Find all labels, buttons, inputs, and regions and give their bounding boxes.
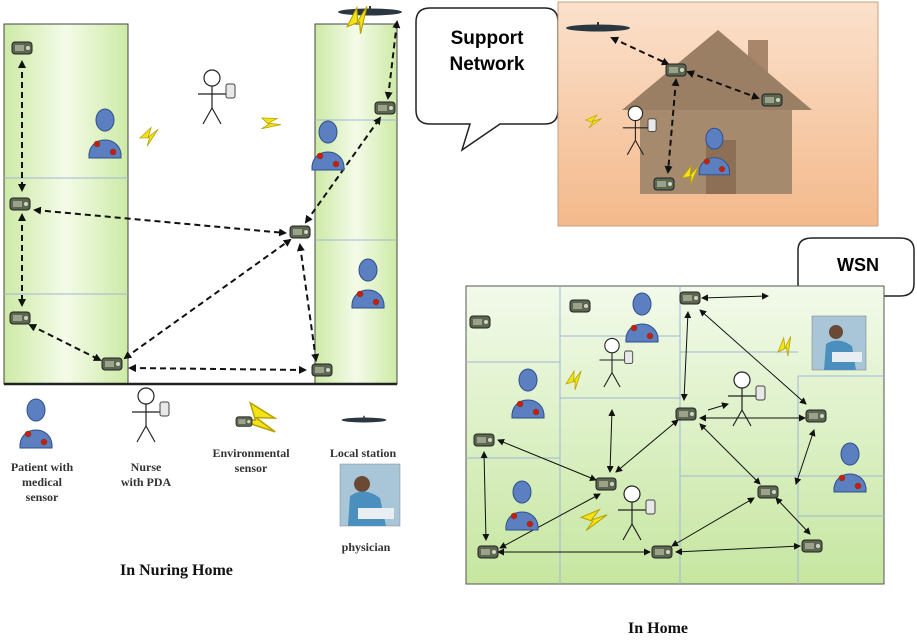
wsn-label: WSN xyxy=(837,255,879,275)
env-sensor-icon xyxy=(311,363,333,377)
env-sensor-icon xyxy=(679,291,701,305)
legend-patient-label: Patient with medical sensor xyxy=(10,460,74,504)
env-sensor-icon xyxy=(101,357,123,371)
env-sensor-icon xyxy=(801,539,823,553)
env-sensor-icon xyxy=(374,101,396,115)
legend-local-station-label: Local station xyxy=(329,446,397,460)
env-sensor-icon xyxy=(289,225,311,239)
env-sensor-icon xyxy=(757,485,779,499)
env-sensor-icon xyxy=(473,433,495,447)
env-sensor-icon xyxy=(761,93,783,107)
legend-icons xyxy=(19,387,401,527)
legend-nurse-label: Nurse with PDA xyxy=(120,460,172,489)
legend-env-sensor-label: Environmental sensor xyxy=(212,446,290,475)
local-station-legend-icon xyxy=(340,415,388,424)
env-sensor-icon xyxy=(653,177,675,191)
in-home-area xyxy=(465,285,885,585)
env-sensor-icon xyxy=(595,477,617,491)
env-sensor-icon xyxy=(805,409,827,423)
env-sensor-icon xyxy=(569,299,591,313)
physician-photo xyxy=(811,315,867,371)
env-sensor-icon xyxy=(651,545,673,559)
support-network-label: Support Network xyxy=(449,28,525,75)
local-station-icon xyxy=(337,5,403,17)
env-sensor-icon xyxy=(9,311,31,325)
env-sensor-icon xyxy=(665,63,687,77)
env-sensor-icon xyxy=(11,41,33,55)
legend-physician-label: physician xyxy=(341,540,391,554)
nursing-home-caption: In Nuring Home xyxy=(120,562,233,579)
support-network-bubble xyxy=(415,7,559,152)
nurse-legend-icon xyxy=(131,387,170,443)
patient-legend-icon xyxy=(19,398,53,449)
env-sensor-icon xyxy=(469,315,491,329)
nursing-home-area xyxy=(3,23,398,386)
env-sensor-icon xyxy=(675,407,697,421)
home-caption: In Home xyxy=(628,620,688,637)
env-sensor-legend-icon xyxy=(235,416,253,427)
nurse-icon xyxy=(197,69,236,125)
env-sensor-icon xyxy=(9,197,31,211)
env-sensor-icon xyxy=(477,545,499,559)
house-panel xyxy=(557,1,879,227)
physician-legend-icon xyxy=(339,463,401,527)
